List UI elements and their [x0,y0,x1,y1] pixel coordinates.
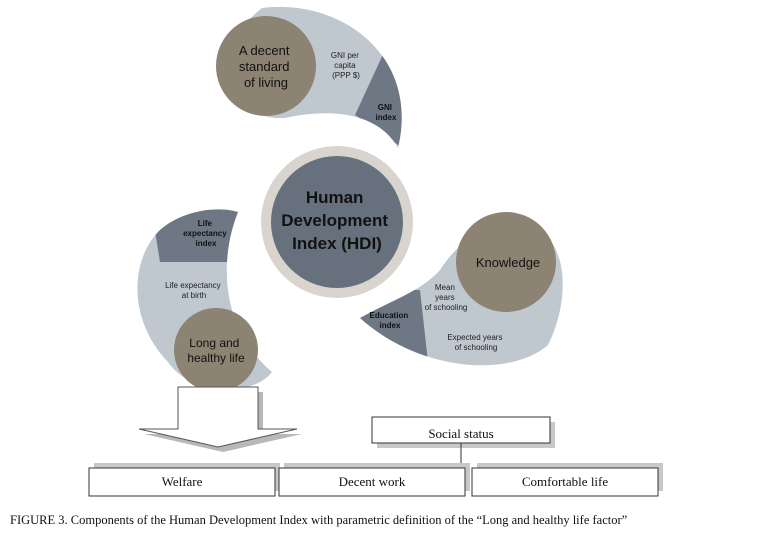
living-dimension-label: A decent standard of living [239,43,293,90]
welfare-label: Welfare [162,474,203,489]
expected-years-label: Expected years of schooling [447,333,504,352]
decent-work-label: Decent work [339,474,406,489]
hdi-center-circle [271,156,403,288]
gni-index-label: GNI index [376,103,397,122]
mean-years-label: Mean years of schooling [425,283,468,312]
life-expectancy-index-label: Life expectancy index [183,219,229,248]
welfare-box: Welfare [88,463,280,497]
gni-index-band [355,50,402,148]
hdi-center: Human Development Index (HDI) [261,146,413,298]
living-petal: A decent standard of living GNI per capi… [216,6,402,148]
figure-caption: FIGURE 3. Components of the Human Develo… [10,513,628,527]
health-dimension-circle [174,308,258,392]
gni-per-capita-label: GNI per capita (PPP $) [331,51,361,80]
social-status-label: Social status [428,426,493,441]
comfortable-life-box: Comfortable life [471,463,663,497]
social-status-box: Social status [371,416,555,448]
health-dimension-label: Long and healthy life [187,336,245,365]
living-dimension-circle [216,16,316,116]
hdi-center-label: Human Development Index (HDI) [281,188,392,253]
knowledge-dimension-circle [456,212,556,312]
decent-work-box: Decent work [278,463,470,497]
down-arrow [138,386,302,452]
education-index-label: Education index [370,311,411,330]
comfortable-life-label: Comfortable life [522,474,609,489]
health-petal: Long and healthy life Life expectancy at… [137,209,272,392]
life-expectancy-at-birth-label: Life expectancy at birth [165,281,223,300]
education-index-band [360,290,430,366]
knowledge-dimension-label: Knowledge [476,255,540,270]
